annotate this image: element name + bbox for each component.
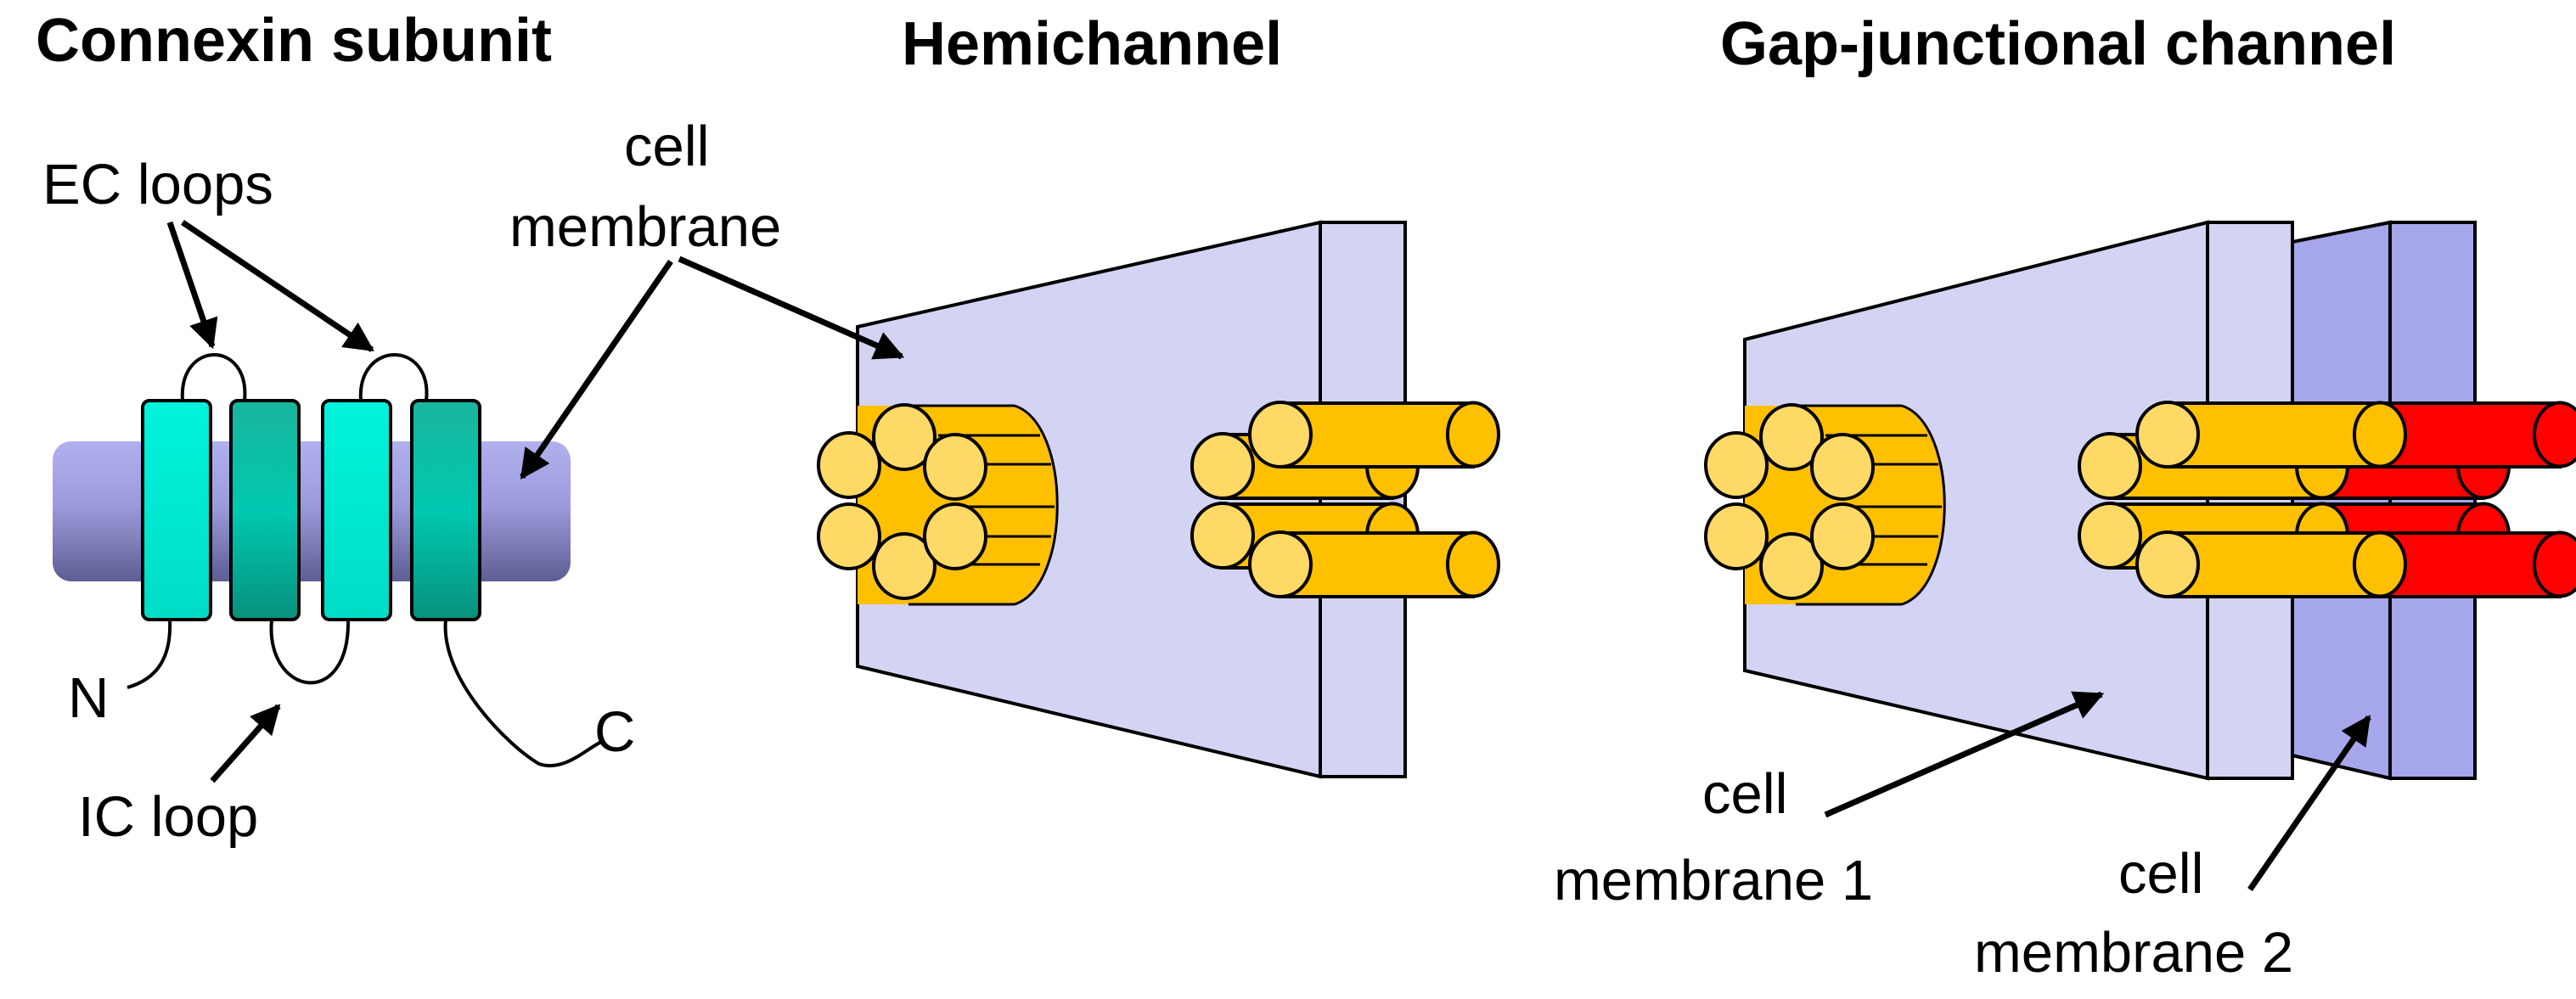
arrow-cell-membrane-2: [2247, 715, 2371, 891]
ec-loop-2: [358, 353, 429, 401]
ec-loop-1: [180, 353, 247, 401]
connexin-subunit-figure: EC loops N C IC loop: [42, 153, 635, 849]
c-terminus: [443, 619, 605, 767]
title-gap-junctional-channel: Gap-junctional channel: [1720, 10, 2396, 78]
label-cell-membrane-line2: membrane: [509, 195, 781, 259]
hemichannel-left-ends: [817, 403, 987, 600]
title-connexin-subunit: Connexin subunit: [36, 7, 552, 75]
membrane-2-edge: [2388, 221, 2477, 780]
arrow-cell-membrane-1: [1824, 691, 2105, 818]
title-hemichannel: Hemichannel: [902, 10, 1282, 78]
arrow-ec-loop-1: [166, 221, 218, 350]
arrow-cell-membrane-right: [678, 255, 905, 360]
arrow-ic-loop: [210, 704, 281, 783]
helix-4: [410, 399, 481, 621]
label-ec-loops: EC loops: [42, 153, 273, 216]
label-cell-membrane-1-line2: membrane 1: [1554, 849, 1873, 912]
helix-1: [141, 399, 212, 621]
label-cell-membrane-2-line2: membrane 2: [1974, 921, 2293, 985]
subunit-membrane: [53, 441, 571, 581]
label-n: N: [68, 666, 109, 730]
label-cell-membrane-2-line1: cell: [2118, 842, 2204, 906]
gap-left-ends: [1704, 403, 1875, 600]
n-terminus: [127, 619, 172, 689]
label-ic-loop: IC loop: [78, 785, 258, 849]
gap-junction-figure: cell membrane 1 cell membrane 2: [1554, 220, 2576, 985]
membrane-2-face: [2291, 220, 2392, 781]
ic-loop: [269, 619, 351, 685]
label-cell-membrane-line1: cell: [624, 115, 710, 178]
membrane-1-edge: [2206, 221, 2294, 780]
label-c: C: [594, 700, 635, 764]
label-cell-membrane-1-line1: cell: [1702, 762, 1788, 826]
helix-3: [321, 399, 392, 621]
helix-2: [229, 399, 301, 621]
arrow-cell-membrane-left: [520, 260, 673, 480]
gap-yellow-cylinders: [2078, 401, 2407, 598]
arrow-ec-loop-2: [181, 220, 374, 352]
hemichannel-figure: cell membrane: [509, 115, 1500, 779]
hemichannel-right-cylinders: [1190, 401, 1500, 598]
